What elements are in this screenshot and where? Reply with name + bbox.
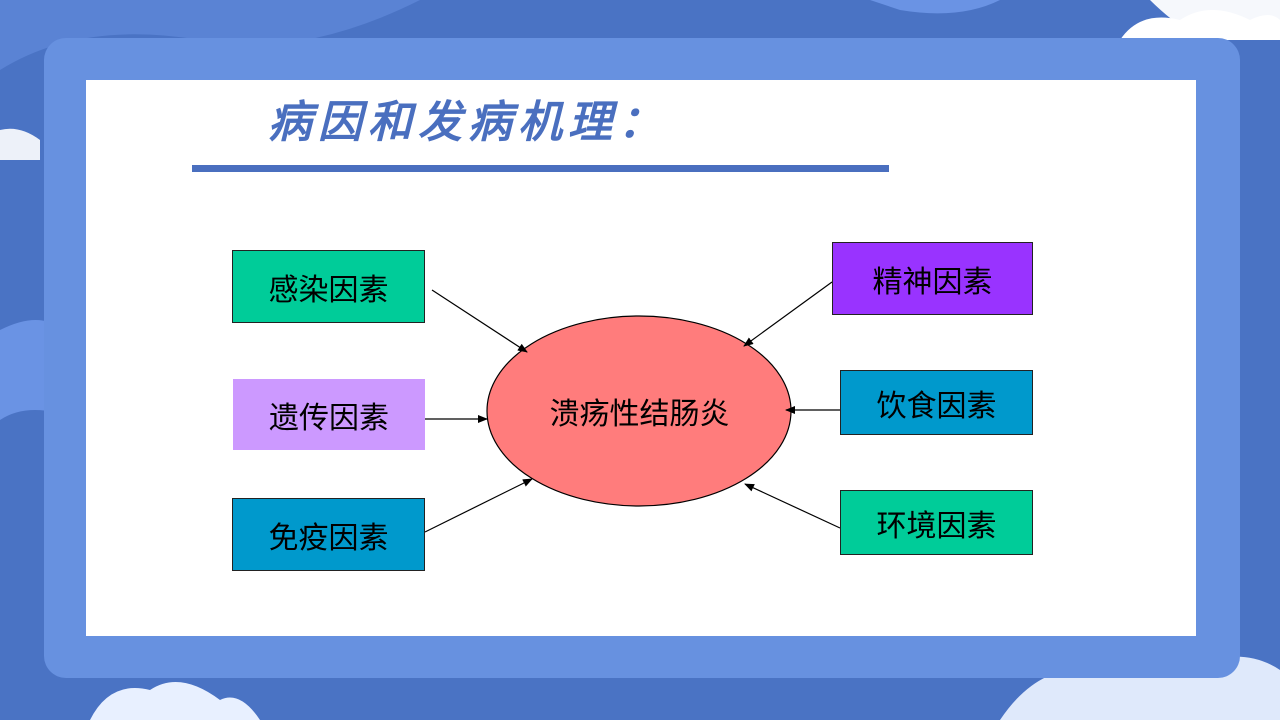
factor-box-infection: 感染因素 bbox=[232, 250, 425, 323]
factor-label-genetic: 遗传因素 bbox=[269, 400, 389, 436]
factor-box-environment: 环境因素 bbox=[840, 490, 1033, 555]
factor-box-immune: 免疫因素 bbox=[232, 498, 425, 571]
factor-label-infection: 感染因素 bbox=[268, 272, 389, 308]
factor-label-environment: 环境因素 bbox=[876, 508, 997, 544]
arrow-infection bbox=[431, 289, 528, 353]
arrow-immune bbox=[424, 478, 533, 533]
slide-title: 病因和发病机理： bbox=[268, 97, 668, 148]
center-label: 溃疡性结肠炎 bbox=[549, 397, 730, 432]
arrow-environment bbox=[744, 483, 841, 529]
factor-box-genetic: 遗传因素 bbox=[233, 379, 425, 450]
title-underline bbox=[192, 165, 889, 172]
factor-label-mental: 精神因素 bbox=[872, 264, 993, 300]
factor-box-diet: 饮食因素 bbox=[840, 370, 1033, 435]
arrow-mental bbox=[743, 281, 833, 347]
factor-box-mental: 精神因素 bbox=[832, 242, 1033, 315]
factor-label-diet: 饮食因素 bbox=[876, 388, 997, 424]
factor-label-immune: 免疫因素 bbox=[268, 520, 389, 556]
